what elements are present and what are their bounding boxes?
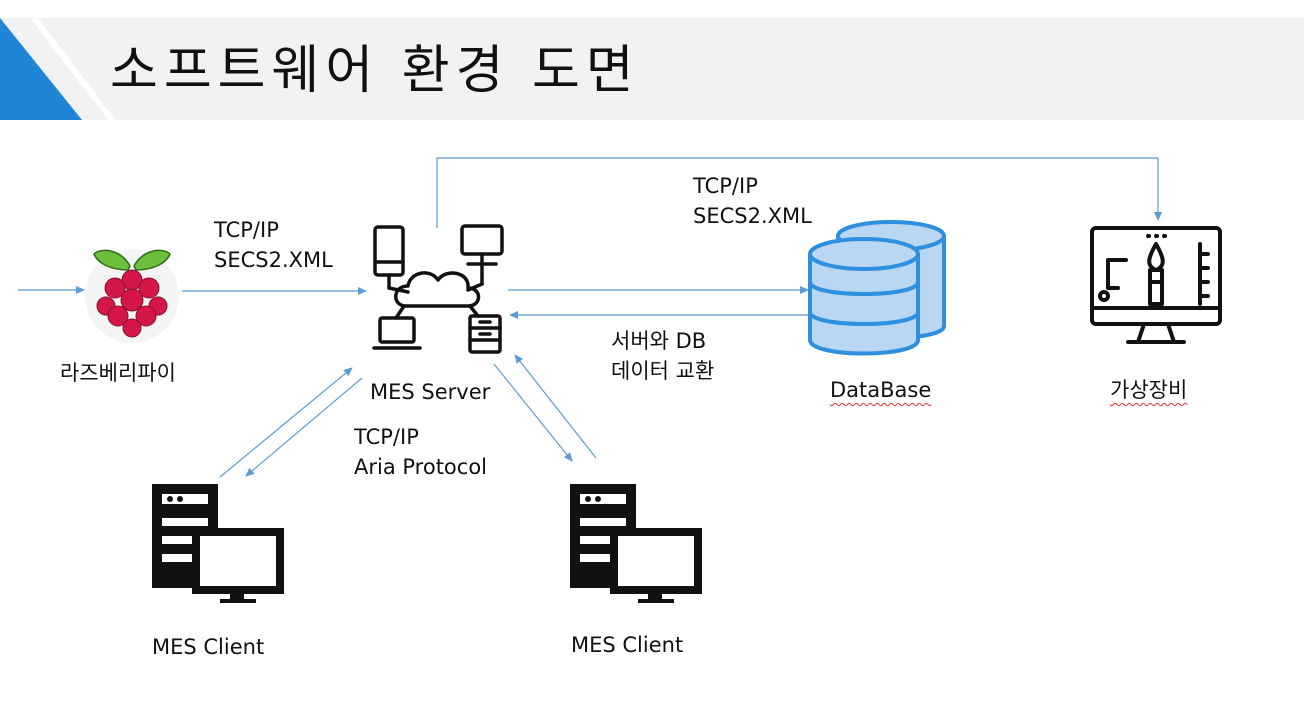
- mes-server-label: MES Server: [370, 380, 491, 404]
- arrow-server-to-client-left: [245, 377, 363, 477]
- mes-client-left-icon: [152, 484, 284, 603]
- database-label: DataBase: [830, 378, 932, 402]
- raspberry-pi-label: 라즈베리파이: [60, 361, 176, 385]
- raspberry-pi-icon: [85, 249, 179, 343]
- mes-client-left-label: MES Client: [152, 635, 265, 659]
- title-bar: [0, 18, 1304, 120]
- virtual-equipment-monitor-icon: [1090, 226, 1222, 344]
- mes-client-right-icon: [570, 484, 702, 603]
- arrow-client-right-to-server: [514, 354, 597, 459]
- title-accent-triangle: [0, 16, 115, 122]
- arrow-server-to-client-right: [493, 363, 573, 462]
- mes-client-right-label: MES Client: [571, 633, 684, 657]
- virtual-equipment-label: 가상장비: [1110, 378, 1188, 402]
- page-title: 소프트웨어 환경 도면: [110, 41, 640, 101]
- server-network-icon: [372, 224, 504, 354]
- arrow-client-left-to-server: [219, 367, 353, 478]
- database-icon: [808, 220, 946, 356]
- arrow-server-to-equipment: [436, 157, 1162, 228]
